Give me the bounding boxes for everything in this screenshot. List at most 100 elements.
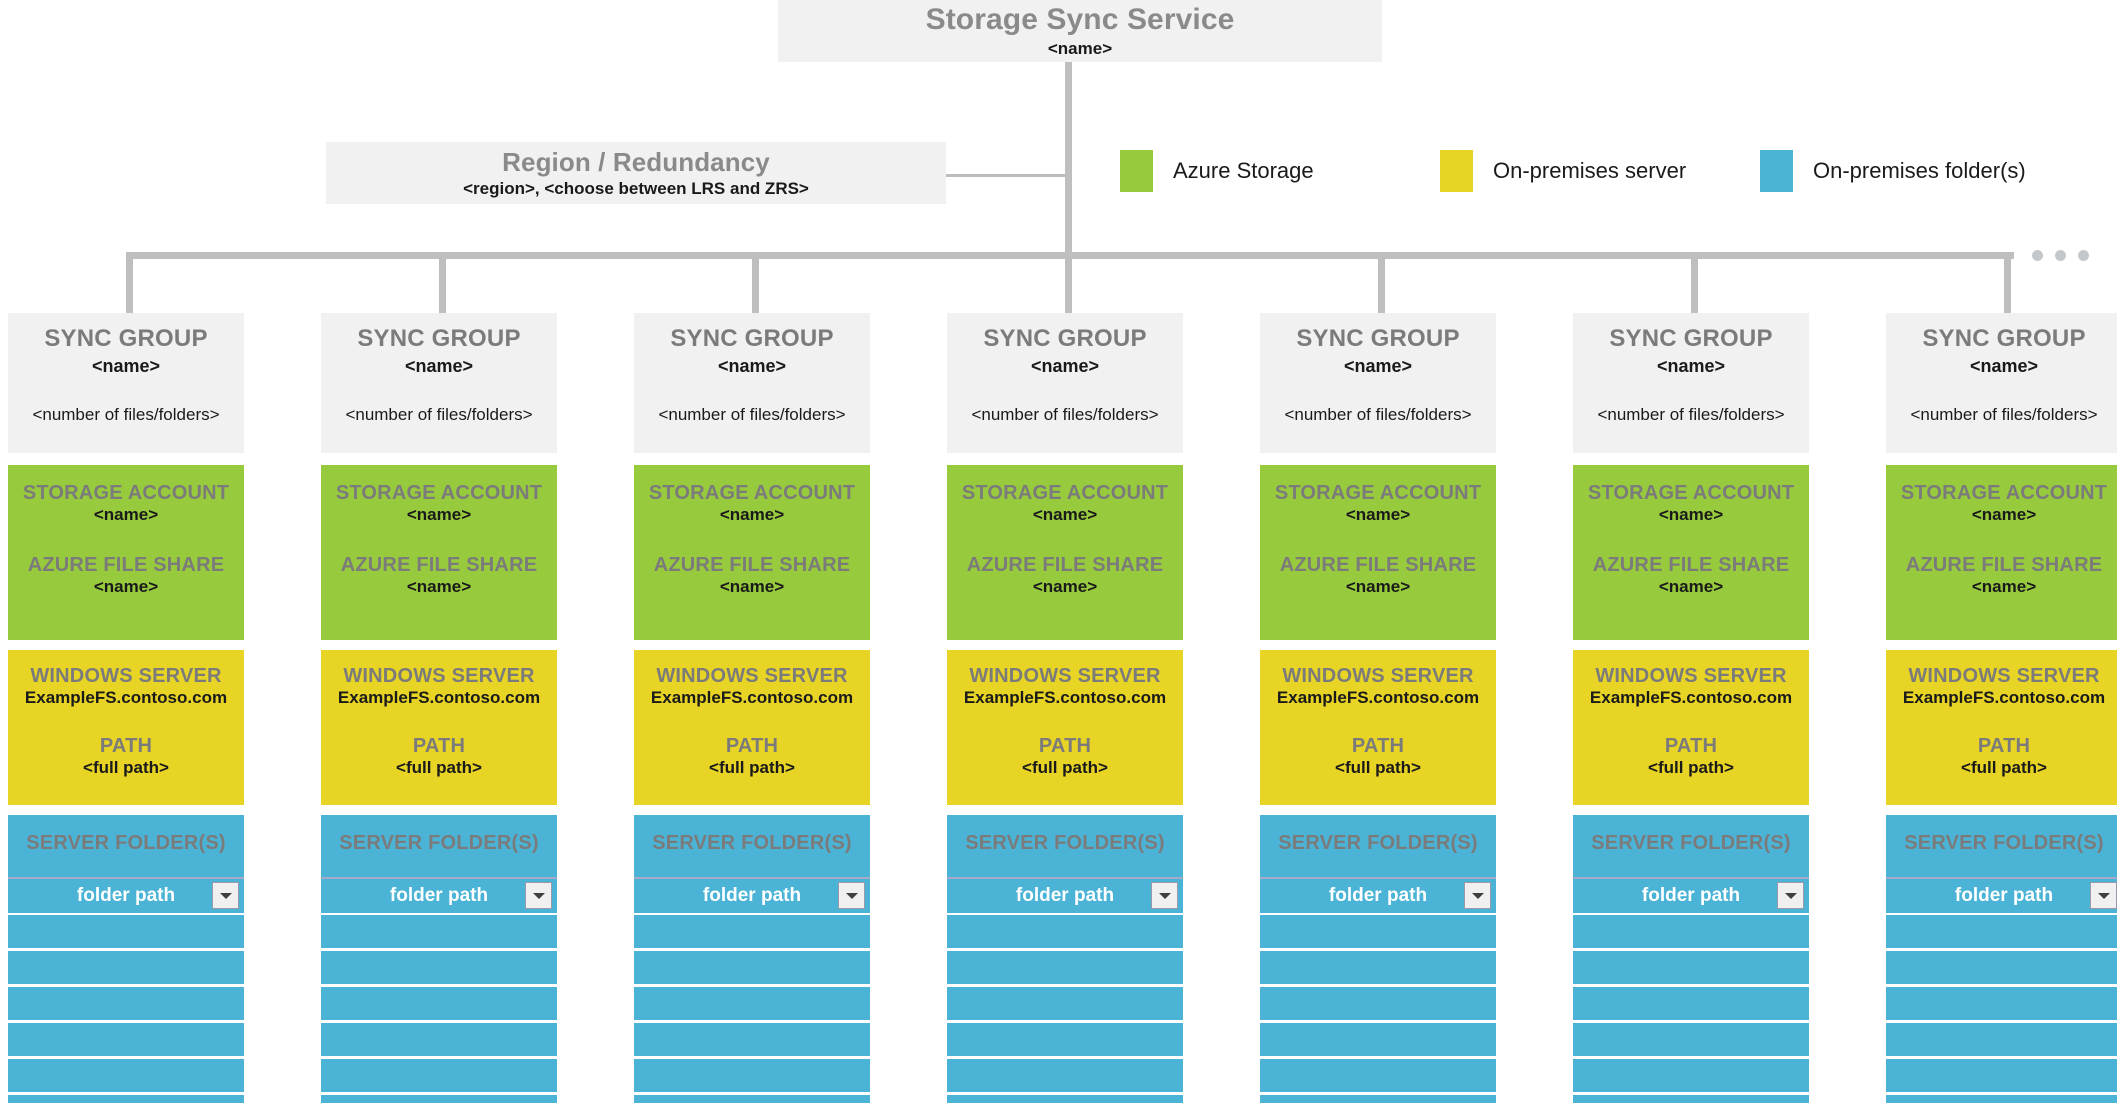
chevron-down-icon[interactable] [525,882,552,909]
folder-row[interactable] [1260,915,1496,951]
azure-storage-panel[interactable]: STORAGE ACCOUNT<name>AZURE FILE SHARE<na… [634,465,870,640]
folder-row[interactable] [8,987,244,1023]
storage-sync-service-title: Storage Sync Service [925,3,1235,36]
path-title: PATH [725,735,779,757]
folder-row[interactable] [321,915,557,951]
folder-row[interactable] [1886,987,2117,1023]
folder-row[interactable] [1573,1023,1809,1059]
folder-row[interactable] [321,1059,557,1095]
folder-row[interactable] [321,987,557,1023]
azure-storage-panel[interactable]: STORAGE ACCOUNT<name>AZURE FILE SHARE<na… [1260,465,1496,640]
sync-group-panel[interactable]: SYNC GROUP<name><number of files/folders… [1573,313,1809,453]
server-folders-panel[interactable]: SERVER FOLDER(S)folder path [8,815,244,1103]
folder-row[interactable] [8,1059,244,1095]
folder-row[interactable] [634,1023,870,1059]
sync-group-panel[interactable]: SYNC GROUP<name><number of files/folders… [634,313,870,453]
folder-row[interactable] [1573,951,1809,987]
server-folders-title: SERVER FOLDER(S) [1904,832,2104,854]
storage-account-name: <name> [1658,505,1724,524]
path-title: PATH [1038,735,1092,757]
path-value: <full path> [396,758,482,777]
azure-storage-swatch-icon [1120,150,1153,192]
sync-group-panel[interactable]: SYNC GROUP<name><number of files/folders… [1886,313,2117,453]
folder-row[interactable] [634,1059,870,1095]
server-folders-panel[interactable]: SERVER FOLDER(S)folder path [634,815,870,1103]
folder-row[interactable] [8,951,244,987]
folder-row[interactable] [8,1023,244,1059]
chevron-down-icon[interactable] [1777,882,1804,909]
folder-row[interactable] [1886,915,2117,951]
folder-row[interactable] [1260,1059,1496,1095]
folder-row[interactable] [634,1095,870,1103]
folder-row[interactable] [947,1023,1183,1059]
storage-account-title: STORAGE ACCOUNT [1274,482,1482,504]
server-folders-panel[interactable]: SERVER FOLDER(S)folder path [1573,815,1809,1103]
folder-path-select[interactable]: folder path [1573,877,1809,915]
folder-row[interactable] [1573,1059,1809,1095]
folder-row[interactable] [634,915,870,951]
folder-row[interactable] [634,951,870,987]
azure-storage-panel[interactable]: STORAGE ACCOUNT<name>AZURE FILE SHARE<na… [1573,465,1809,640]
azure-file-share-title: AZURE FILE SHARE [340,554,538,576]
folder-row[interactable] [947,915,1183,951]
sync-group-panel[interactable]: SYNC GROUP<name><number of files/folders… [8,313,244,453]
sync-group-name: <name> [404,356,474,376]
folder-row[interactable] [8,915,244,951]
folder-row[interactable] [1573,987,1809,1023]
folder-row[interactable] [8,1095,244,1103]
folder-row[interactable] [1260,951,1496,987]
sync-group-panel[interactable]: SYNC GROUP<name><number of files/folders… [947,313,1183,453]
folder-row[interactable] [947,1059,1183,1095]
folder-row[interactable] [1573,915,1809,951]
chevron-down-icon[interactable] [212,882,239,909]
azure-storage-panel[interactable]: STORAGE ACCOUNT<name>AZURE FILE SHARE<na… [1886,465,2117,640]
server-folders-panel[interactable]: SERVER FOLDER(S)folder path [1260,815,1496,1103]
chevron-down-icon[interactable] [1464,882,1491,909]
sync-group-panel[interactable]: SYNC GROUP<name><number of files/folders… [321,313,557,453]
azure-storage-panel[interactable]: STORAGE ACCOUNT<name>AZURE FILE SHARE<na… [8,465,244,640]
azure-storage-panel[interactable]: STORAGE ACCOUNT<name>AZURE FILE SHARE<na… [947,465,1183,640]
folder-row[interactable] [321,1023,557,1059]
windows-server-name: ExampleFS.contoso.com [963,688,1167,707]
folder-row[interactable] [1260,1023,1496,1059]
folder-path-select[interactable]: folder path [1886,877,2117,915]
folder-path-select[interactable]: folder path [634,877,870,915]
folder-row[interactable] [321,1095,557,1103]
folder-path-select[interactable]: folder path [1260,877,1496,915]
windows-server-title: WINDOWS SERVER [343,665,535,687]
folder-row[interactable] [1260,1095,1496,1103]
azure-storage-panel[interactable]: STORAGE ACCOUNT<name>AZURE FILE SHARE<na… [321,465,557,640]
folder-row[interactable] [1886,1095,2117,1103]
path-title: PATH [1664,735,1718,757]
sync-group-title: SYNC GROUP [44,325,208,352]
folder-row[interactable] [1886,1059,2117,1095]
chevron-down-icon[interactable] [1151,882,1178,909]
chevron-down-icon[interactable] [2090,882,2117,909]
folder-row[interactable] [1260,987,1496,1023]
folder-row[interactable] [634,987,870,1023]
folder-row[interactable] [1886,1023,2117,1059]
folder-row[interactable] [1573,1095,1809,1103]
folder-path-select[interactable]: folder path [321,877,557,915]
chevron-down-icon[interactable] [838,882,865,909]
server-folders-panel[interactable]: SERVER FOLDER(S)folder path [321,815,557,1103]
server-folders-panel[interactable]: SERVER FOLDER(S)folder path [947,815,1183,1103]
folder-row[interactable] [947,1095,1183,1103]
server-folders-panel[interactable]: SERVER FOLDER(S) folder path [1886,815,2117,1103]
path-value: <full path> [1335,758,1421,777]
sync-group-panel[interactable]: SYNC GROUP<name><number of files/folders… [1260,313,1496,453]
folder-row[interactable] [321,951,557,987]
folder-row[interactable] [947,987,1183,1023]
folder-path-select[interactable]: folder path [947,877,1183,915]
folder-row[interactable] [947,951,1183,987]
folder-path-select[interactable]: folder path [8,877,244,915]
drop-line-1 [126,252,133,314]
folder-row[interactable] [1886,951,2117,987]
